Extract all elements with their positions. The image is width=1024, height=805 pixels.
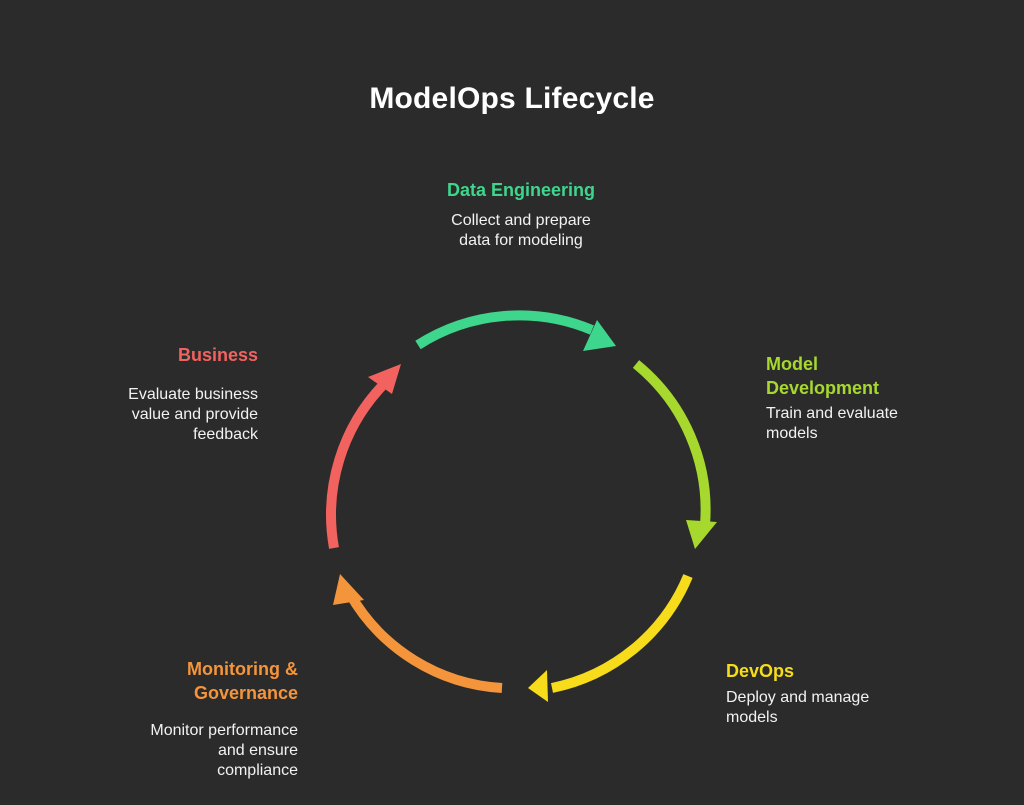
stage-description: Train and evaluate models [766,404,966,444]
stage-description: Collect and prepare data for modeling [400,211,642,251]
stage-label: Monitoring & Governance [88,657,298,705]
desc-line: models [726,709,778,726]
stage-label: Business [177,345,258,365]
label-line: Monitoring & [187,659,298,679]
desc-line: compliance [217,762,298,779]
label-line: Governance [193,683,298,703]
stage-description: Evaluate business value and provide feed… [88,385,258,445]
desc-line: Deploy and manage [726,689,870,706]
stage-label: Model Development [766,352,966,400]
desc-line: Evaluate business [128,386,258,403]
desc-line: value and provide [131,406,258,423]
label-line: Model [766,354,818,374]
desc-line: models [766,425,818,442]
arrow-business [326,364,401,549]
stage-description: Deploy and manage models [726,688,946,728]
desc-line: data for modeling [459,232,583,249]
stage-label: Data Engineering [446,180,596,200]
desc-line: feedback [193,426,258,443]
stage-model-development: Model Development Train and evaluate mod… [766,352,966,444]
desc-line: Collect and prepare [451,212,591,229]
stage-business: Business Evaluate business value and pro… [88,343,258,445]
stage-label: DevOps [726,661,795,681]
label-line: Development [766,378,880,398]
stage-monitoring-governance: Monitoring & Governance Monitor performa… [88,657,298,781]
arrow-data-engineering [415,310,616,351]
stage-description: Monitor performance and ensure complianc… [88,721,298,781]
arrow-monitoring [333,574,503,693]
diagram-title: ModelOps Lifecycle [369,82,655,115]
arrow-model-development [632,360,717,549]
stage-data-engineering: Data Engineering Collect and prepare dat… [400,178,642,251]
stage-devops: DevOps Deploy and manage models [726,659,946,728]
arrow-devops [528,574,693,702]
desc-line: Monitor performance [150,722,298,739]
desc-line: and ensure [217,742,298,759]
desc-line: Train and evaluate [766,405,898,422]
